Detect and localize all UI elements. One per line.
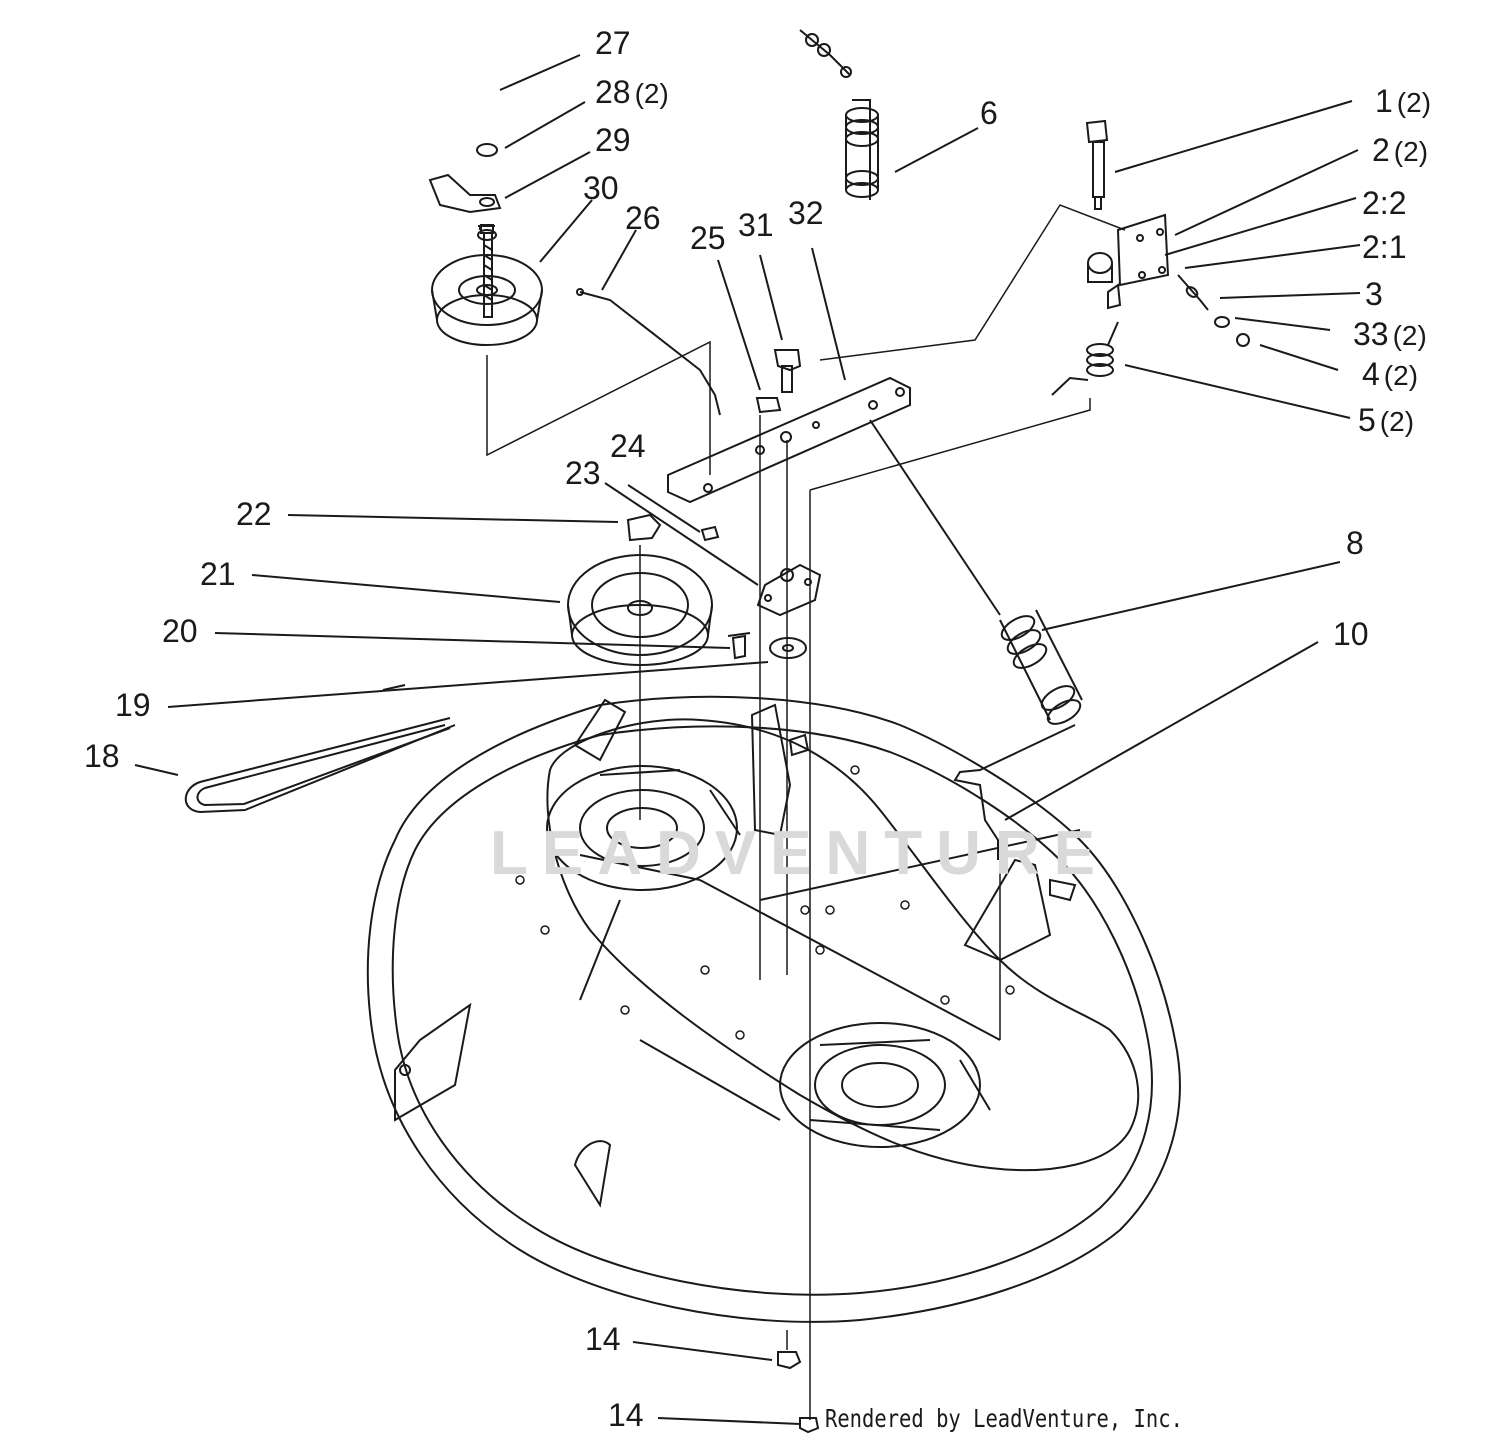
- leader-lines: [134, 54, 1361, 1425]
- watermark: LEADVENTURE: [490, 819, 1110, 888]
- label-33: 33(2): [1353, 316, 1427, 352]
- nut-14-upper: [777, 1351, 802, 1370]
- deck-bracket-left: [750, 703, 810, 837]
- label-19: 19: [115, 687, 151, 723]
- bracket-2: [1087, 213, 1170, 310]
- label-20: 20: [162, 613, 198, 649]
- nut-25: [755, 397, 782, 414]
- label-1: 1(2): [1375, 83, 1432, 119]
- assembly-lines: [486, 204, 1126, 1420]
- bolt-27: [478, 224, 495, 318]
- label-5: 5(2): [1358, 402, 1415, 438]
- spring-8: [869, 419, 1083, 725]
- idler-cable: [576, 288, 721, 416]
- label-14-lower: 14: [608, 1397, 644, 1433]
- label-3: 3: [1365, 276, 1383, 312]
- nut-22: [626, 513, 662, 542]
- credit-text: Rendered by LeadVenture, Inc.: [825, 1404, 1183, 1433]
- label-2: 2(2): [1372, 132, 1429, 168]
- nut-4: [1236, 333, 1250, 347]
- spring-5: [1051, 321, 1119, 396]
- washer-33: [1214, 316, 1230, 328]
- mower-deck: [366, 695, 1181, 1323]
- label-32: 32: [788, 195, 824, 231]
- label-2-2: 2:2: [1362, 185, 1407, 221]
- bolt-20: [727, 632, 751, 660]
- nut-14-lower: [799, 1417, 820, 1434]
- label-10: 10: [1333, 616, 1369, 652]
- label-29: 29: [595, 122, 631, 158]
- nut-24: [700, 525, 720, 542]
- idler-pulley-30: [431, 229, 543, 346]
- label-14-upper: 14: [585, 1321, 621, 1357]
- deck-bracket-right: [963, 858, 1077, 962]
- label-26: 26: [625, 200, 661, 236]
- idler-bracket-29: [428, 173, 502, 214]
- spring-6: [799, 29, 879, 200]
- rod-10: [953, 724, 1076, 860]
- belt-18: [184, 717, 456, 814]
- belt-19: [382, 684, 406, 691]
- label-31: 31: [738, 207, 774, 243]
- bolt-31: [773, 349, 802, 393]
- label-23: 23: [565, 455, 601, 491]
- label-27: 27: [595, 25, 631, 61]
- label-6: 6: [980, 95, 998, 131]
- label-8: 8: [1346, 525, 1364, 561]
- washer: [769, 637, 807, 659]
- label-24: 24: [610, 428, 646, 464]
- label-4: 4(2): [1362, 356, 1419, 392]
- label-2-1: 2:1: [1362, 229, 1407, 265]
- label-25: 25: [690, 220, 726, 256]
- label-18: 18: [84, 738, 120, 774]
- label-28: 28(2): [595, 74, 669, 110]
- spacer-3: [1177, 274, 1209, 311]
- washer-28: [476, 143, 498, 157]
- label-21: 21: [200, 556, 236, 592]
- bolt-1: [1085, 119, 1109, 210]
- label-22: 22: [236, 496, 272, 532]
- label-30: 30: [583, 170, 619, 206]
- idler-arm: [667, 376, 911, 504]
